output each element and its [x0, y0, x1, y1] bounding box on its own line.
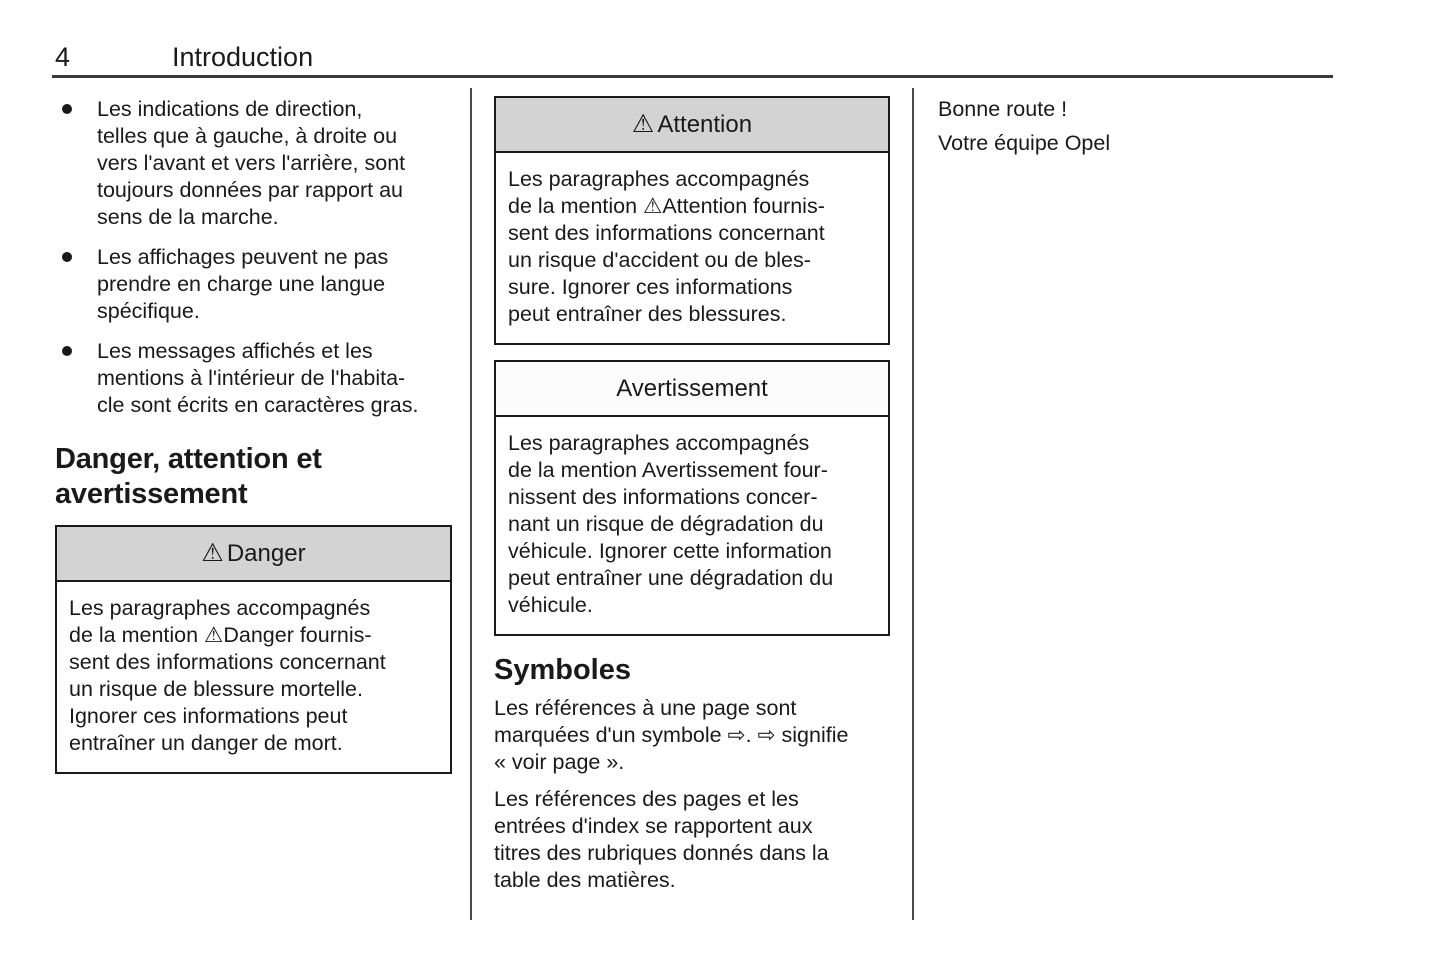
- column-3: Bonne route ! Votre équipe Opel: [938, 96, 1318, 164]
- attention-box-title: Attention: [657, 110, 753, 138]
- column-2: ⚠ Attention Les paragraphes accompagnés …: [494, 96, 890, 904]
- warning-triangle-icon: ⚠: [201, 539, 224, 567]
- symbols-paragraph-1: Les références à une page sont marquées …: [494, 696, 849, 774]
- attention-box-header: ⚠ Attention: [496, 98, 888, 153]
- list-item: Les indications de direction, telles que…: [55, 96, 452, 231]
- header-rule: [52, 75, 1333, 78]
- avertissement-box-title: Avertissement: [616, 374, 768, 402]
- closing-line-bonne-route: Bonne route !: [938, 97, 1068, 121]
- bullet-icon: [62, 104, 72, 114]
- page-number: 4: [55, 42, 71, 72]
- notes-bullet-list: Les indications de direction, telles que…: [55, 96, 452, 419]
- symbols-heading: Symboles: [494, 654, 631, 686]
- list-item: Les affichages peuvent ne pas prendre en…: [55, 244, 452, 325]
- avertissement-box: Avertissement Les paragraphes accompagné…: [494, 360, 890, 636]
- bullet-text: Les messages affichés et les mentions à …: [97, 339, 419, 417]
- section-heading-danger-attention: Danger, attention et avertissement: [55, 443, 322, 510]
- danger-box: ⚠ Danger Les paragraphes accompagnés de …: [55, 525, 452, 774]
- closing-line-equipe-opel: Votre équipe Opel: [938, 131, 1111, 155]
- column-1: Les indications de direction, telles que…: [55, 96, 452, 774]
- danger-box-header: ⚠ Danger: [57, 527, 450, 582]
- bullet-icon: [62, 252, 72, 262]
- attention-box-body: Les paragraphes accompagnés de la mentio…: [508, 167, 825, 326]
- bullet-icon: [62, 346, 72, 356]
- avertissement-box-header: Avertissement: [496, 362, 888, 417]
- spacer: [494, 345, 890, 360]
- danger-box-body: Les paragraphes accompagnés de la mentio…: [69, 596, 386, 755]
- symbols-paragraph-2: Les références des pages et les entrées …: [494, 787, 829, 892]
- chapter-title: Introduction: [172, 42, 314, 72]
- bullet-text: Les indications de direction, telles que…: [97, 97, 406, 229]
- bullet-text: Les affichages peuvent ne pas prendre en…: [97, 245, 389, 323]
- avertissement-box-body: Les paragraphes accompagnés de la mentio…: [508, 431, 834, 617]
- attention-box: ⚠ Attention Les paragraphes accompagnés …: [494, 96, 890, 345]
- warning-triangle-icon: ⚠: [631, 110, 655, 138]
- column-divider-2: [912, 88, 914, 920]
- list-item: Les messages affichés et les mentions à …: [55, 338, 452, 419]
- column-divider-1: [470, 88, 472, 920]
- danger-box-title: Danger: [226, 539, 306, 567]
